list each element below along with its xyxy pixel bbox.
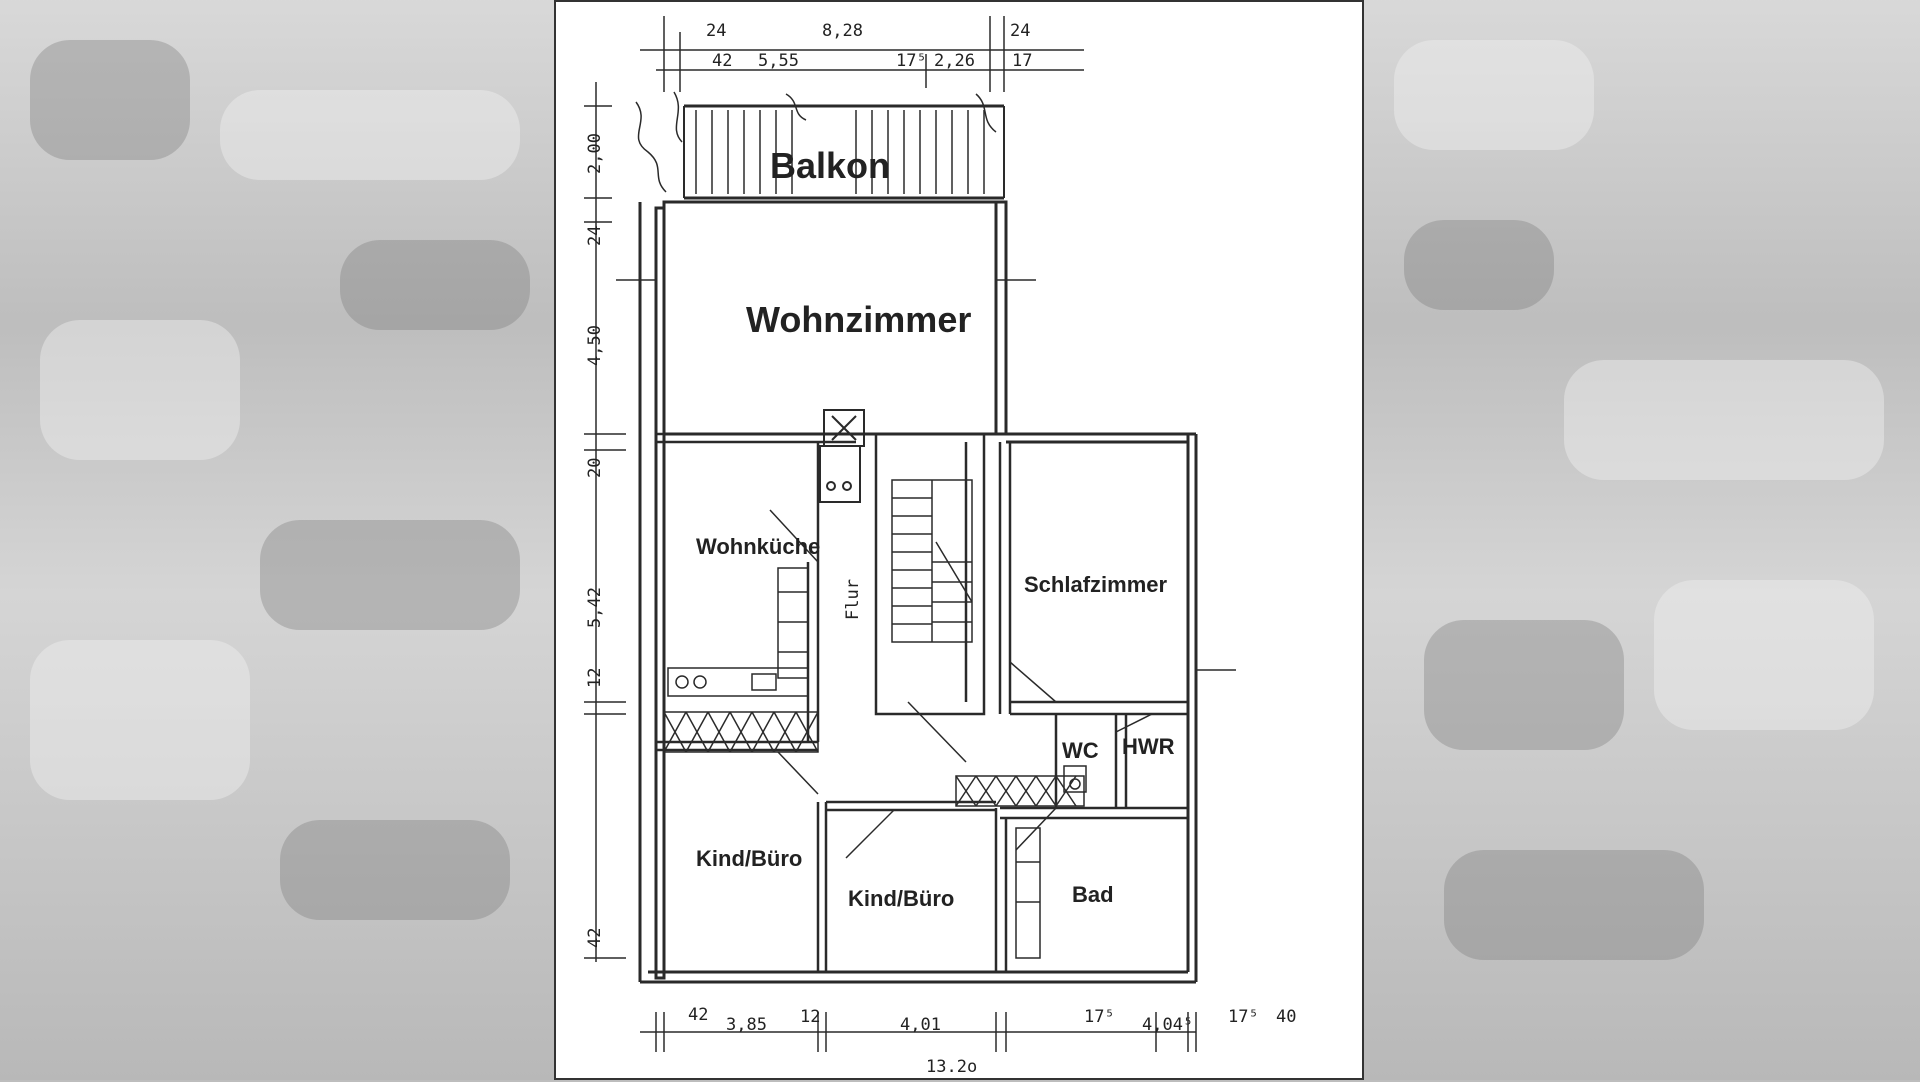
dimension-label: 24	[1010, 21, 1030, 41]
room-label-schlafzimmer: Schlafzimmer	[1024, 572, 1167, 597]
dimension-label: 4,04⁵	[1142, 1015, 1193, 1035]
dimension-label: 17	[1012, 51, 1032, 71]
dimension-label: 42	[712, 51, 732, 71]
dimension-lines	[584, 16, 1236, 1052]
dimension-label: 3,85	[726, 1015, 767, 1035]
dimension-label: 24	[585, 226, 605, 246]
dimension-label: 4,01	[900, 1015, 941, 1035]
dimension-label: 5,42	[585, 587, 605, 628]
floor-plan-sheet: Balkon Wohnzimmer Wohnküche Flur Schlafz…	[554, 0, 1364, 1080]
room-label-hwr: HWR	[1122, 734, 1175, 759]
cross-hatched-wall	[663, 711, 1085, 807]
room-label-kind-buero-left: Kind/Büro	[696, 846, 802, 871]
dimension-label: 40	[1276, 1007, 1296, 1027]
balcony-railing	[635, 91, 1005, 200]
blurred-background-left	[0, 0, 554, 1080]
wc-fixture	[1063, 765, 1087, 793]
dimension-label: 17⁵	[1228, 1007, 1259, 1027]
staircase	[891, 479, 973, 643]
dimension-label: 5,55	[758, 51, 799, 71]
door-swings	[769, 509, 1153, 859]
kitchen-counters	[667, 567, 809, 697]
dimension-label: 17⁵	[1084, 1007, 1115, 1027]
room-label-balkon: Balkon	[770, 145, 890, 186]
room-label-wc: WC	[1062, 738, 1099, 763]
dimension-label: 2,26	[934, 51, 975, 71]
dimension-label: 42	[585, 928, 605, 948]
room-label-wohnzimmer: Wohnzimmer	[746, 299, 971, 340]
total-width-label: 13.2o	[926, 1057, 977, 1077]
dimension-label: 4,50	[585, 325, 605, 366]
dimension-label: 24	[706, 21, 726, 41]
dimension-label: 8,28	[822, 21, 863, 41]
dimension-label: 12	[585, 668, 605, 688]
chimney-shaft	[819, 409, 865, 503]
blurred-background-right	[1364, 0, 1920, 1080]
room-label-wohnkueche: Wohnküche	[696, 534, 820, 559]
dimension-label: 20	[585, 458, 605, 478]
room-label-flur: Flur	[843, 579, 863, 620]
dimension-label: 17⁵	[896, 51, 927, 71]
bath-fixture	[1015, 827, 1041, 959]
room-label-kind-buero-mid: Kind/Büro	[848, 886, 954, 911]
floor-plan-drawing: Balkon Wohnzimmer Wohnküche Flur Schlafz…	[584, 16, 1296, 1077]
room-label-bad: Bad	[1072, 882, 1114, 907]
dimension-label: 12	[800, 1007, 820, 1027]
dimension-label: 42	[688, 1005, 708, 1025]
dimension-label: 2,00	[585, 133, 605, 174]
